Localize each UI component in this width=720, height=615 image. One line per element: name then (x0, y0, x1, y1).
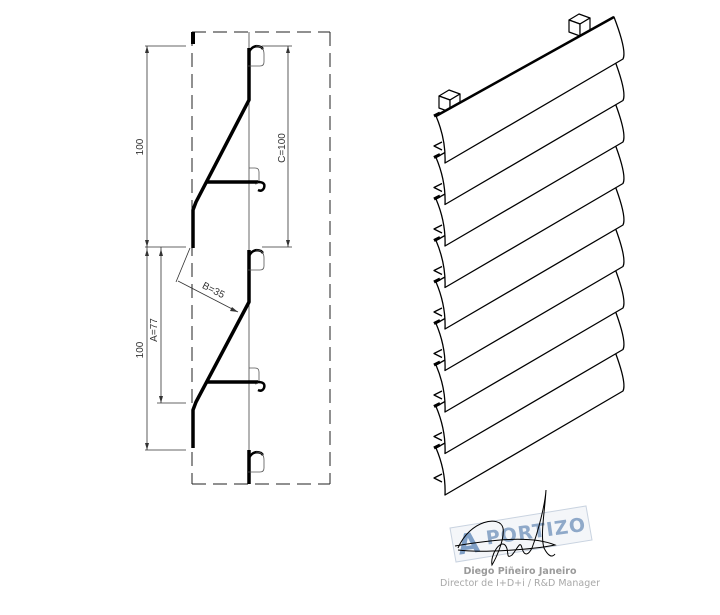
slat-lip (433, 402, 441, 408)
slat-bracket (433, 348, 443, 359)
slat (435, 306, 625, 455)
slat-lip (433, 277, 441, 284)
slat-bracket (433, 473, 443, 483)
dim-label-100-bottom: 100 (135, 341, 146, 358)
signatory-role: Director de I+D+i / R&D Manager (440, 578, 600, 589)
slat (435, 223, 625, 372)
slat-bracket (433, 307, 443, 317)
slat (435, 265, 625, 413)
slat-lip (433, 236, 441, 242)
slat-profile-3-partial (247, 450, 265, 484)
signatory-name: Diego Piñeiro Janeiro (463, 566, 577, 577)
dashed-envelope (191, 31, 331, 485)
slat-bracket (433, 431, 443, 442)
slat-lip (433, 360, 441, 367)
slat (435, 99, 625, 247)
dim-label-c: C=100 (277, 133, 288, 163)
dim-label-a: A=77 (149, 318, 160, 342)
dim-label-b: B=35 (200, 281, 226, 302)
slat (435, 57, 625, 206)
slat (435, 348, 625, 496)
dimension-arrows (145, 46, 290, 450)
company-stamp: PORTIZO A (449, 505, 593, 563)
slat-bracket (433, 265, 443, 276)
slat-bracket (433, 182, 443, 193)
slat-bracket (433, 141, 443, 151)
signature-block: Diego Piñeiro Janeiro Director de I+D+i … (420, 566, 620, 590)
slat (435, 16, 625, 164)
top-edge (435, 15, 615, 118)
slat-lip (433, 194, 441, 201)
slat-profile-1 (191, 32, 266, 248)
handwritten-signature (454, 489, 557, 567)
slat-stack (433, 15, 625, 496)
slat-lip (433, 443, 441, 450)
slat (435, 140, 625, 289)
dimension-lines (145, 45, 292, 451)
isometric-view (433, 13, 625, 496)
dim-label-100-top: 100 (135, 138, 146, 155)
slat-bracket (433, 224, 443, 234)
slat-bracket (433, 390, 443, 400)
section-view: 100 100 A=77 C=100 B=35 (135, 31, 331, 485)
slat-profile-2 (191, 248, 266, 448)
slat-lip (433, 153, 441, 159)
slat (435, 182, 625, 330)
slat-lip (433, 319, 441, 325)
